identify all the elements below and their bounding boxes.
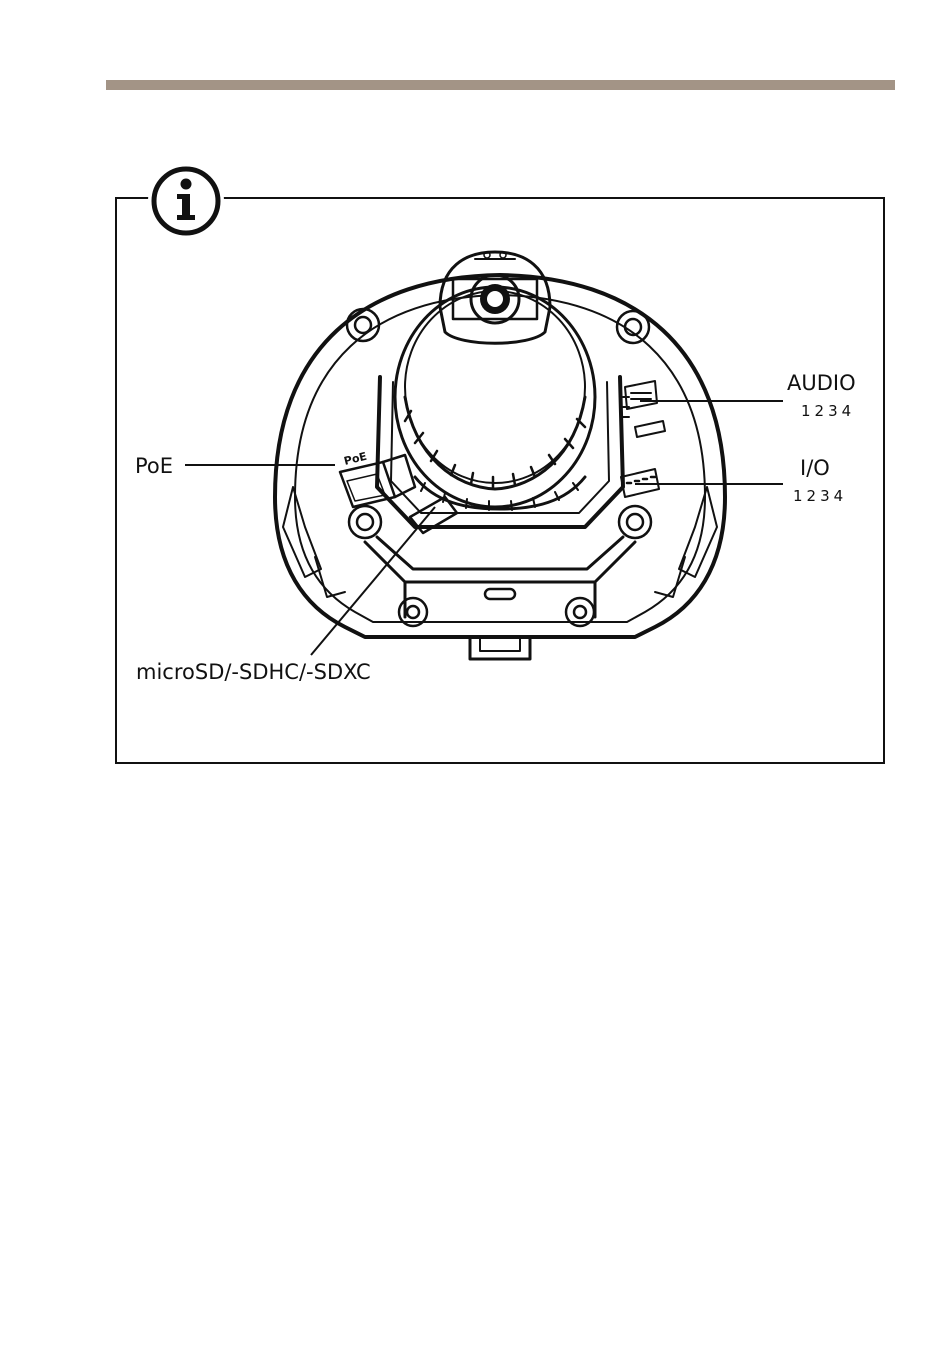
screw-holes [347,309,651,626]
callout-poe: PoE [135,456,173,477]
callout-io-pins: 1234 [793,489,847,504]
callout-sd-card: microSD/-SDHC/-SDXC [136,662,371,683]
callout-audio: AUDIO [787,373,856,394]
tilt-bracket [377,377,623,527]
audio-connector [625,381,657,409]
header-rule [106,80,895,90]
cradle [365,537,635,617]
callout-audio-pins: 1234 [801,404,855,419]
mounting-base [275,275,725,659]
callout-io: I/O [800,458,830,479]
camera-head [395,252,595,510]
